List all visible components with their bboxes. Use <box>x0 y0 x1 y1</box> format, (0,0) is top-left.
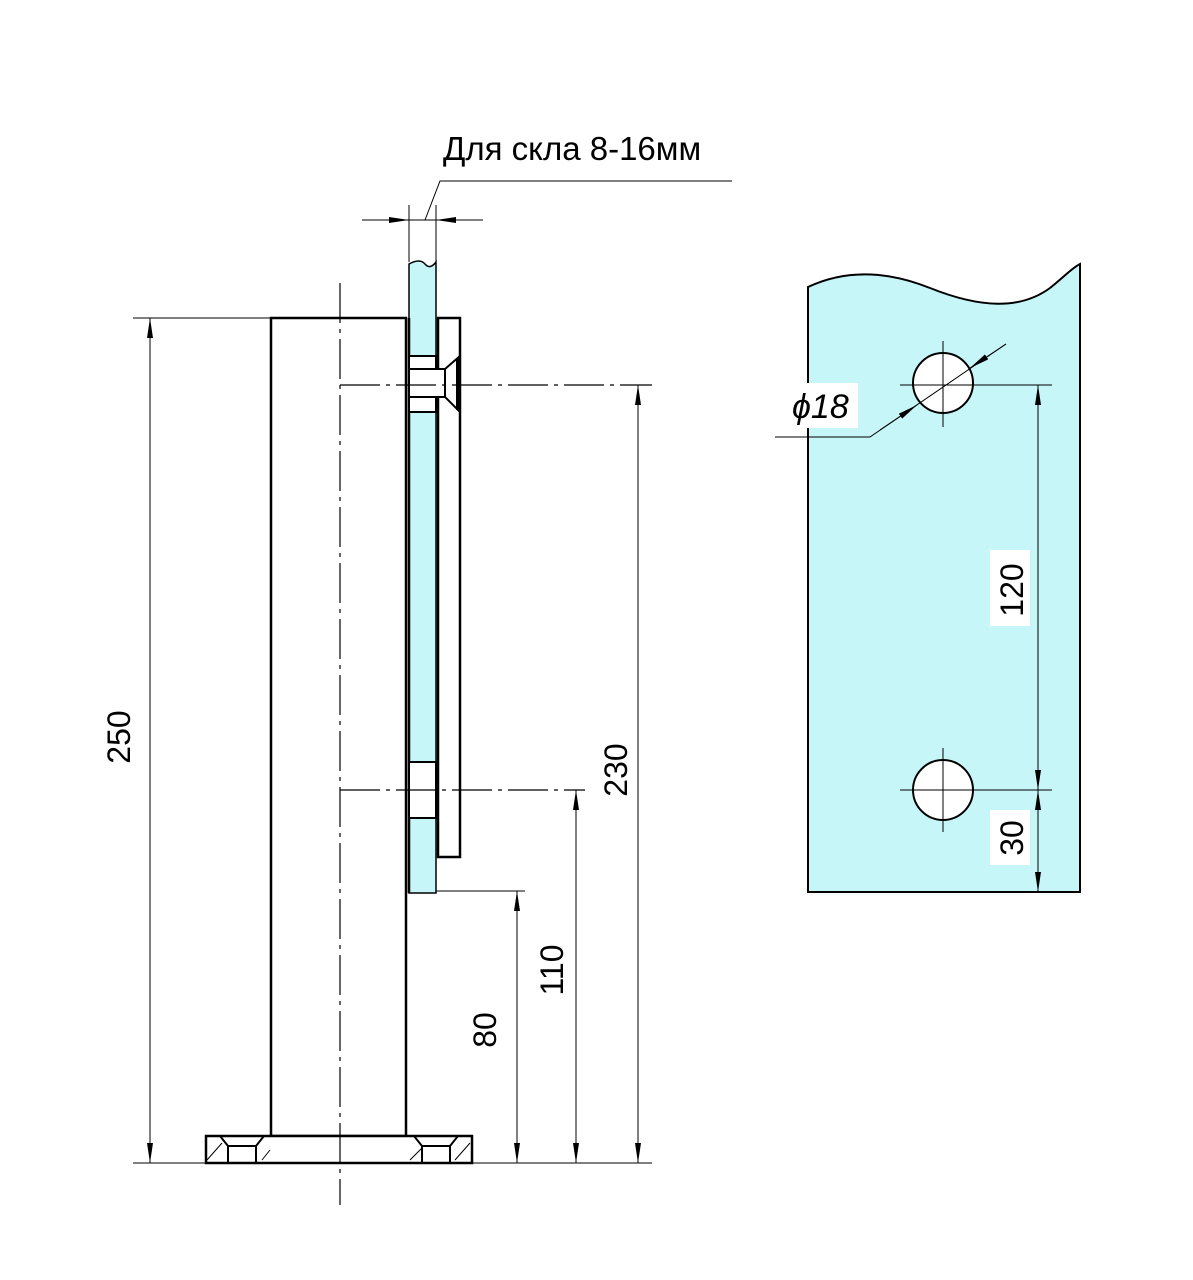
glass-panel <box>807 262 1081 893</box>
clamp-plate <box>436 316 462 859</box>
hole-diameter-label: ϕ18 <box>792 388 849 426</box>
base-plate <box>204 1134 474 1165</box>
title-leader <box>424 180 732 221</box>
post <box>269 316 408 1138</box>
dim-230: 230 <box>598 743 634 796</box>
dim-120: 120 <box>994 563 1030 616</box>
dim-250: 250 <box>101 710 137 763</box>
dim-80: 80 <box>467 1012 503 1048</box>
glass-thickness-label: Для скла 8-16мм <box>443 130 701 167</box>
front-view: ϕ18 120 30 <box>775 262 1081 893</box>
glass-section <box>408 259 437 894</box>
side-view: Для скла 8-16мм 250 230 110 80 <box>101 130 732 1205</box>
dim-30: 30 <box>994 820 1030 856</box>
dim-110: 110 <box>534 944 570 995</box>
